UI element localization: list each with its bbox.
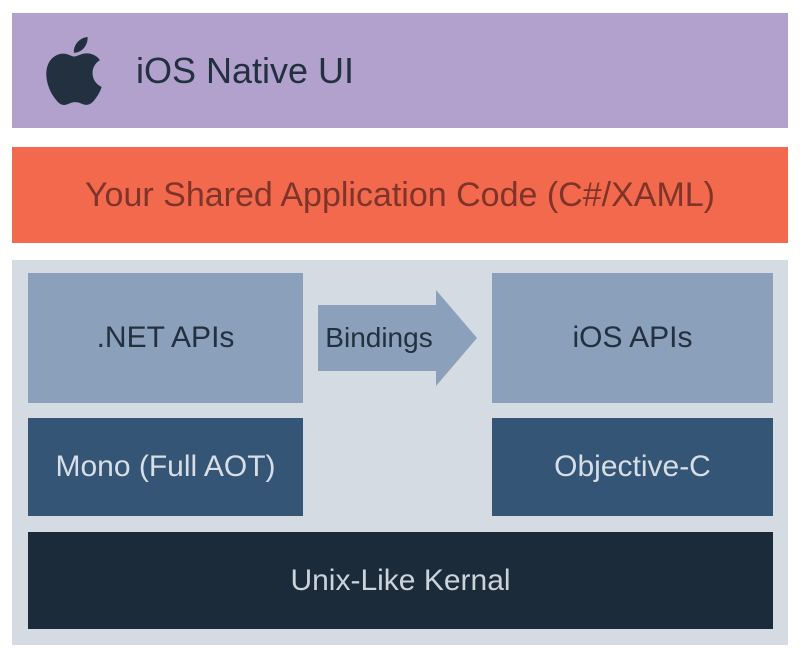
mono-label: Mono (Full AOT) (55, 450, 276, 483)
shared-code-label: Your Shared Application Code (C#/XAML) (85, 175, 715, 214)
bindings-arrow-cell: Bindings (318, 273, 477, 403)
apple-icon (46, 36, 102, 105)
right-arrow-icon (318, 290, 477, 386)
runtime-section: .NET APIs Bindings iOS APIs Mono (Full A… (12, 260, 788, 645)
net-apis-box: .NET APIs (28, 273, 303, 403)
ios-native-ui-label: iOS Native UI (136, 49, 355, 91)
bindings-label: Bindings (325, 322, 433, 353)
mono-box: Mono (Full AOT) (28, 418, 303, 516)
apis-row: .NET APIs Bindings iOS APIs (28, 273, 773, 403)
ios-apis-box: iOS APIs (492, 273, 773, 403)
bindings-arrow: Bindings (318, 290, 477, 386)
net-apis-label: .NET APIs (96, 321, 235, 354)
ios-apis-label: iOS APIs (572, 321, 693, 354)
shared-code-band: Your Shared Application Code (C#/XAML) (12, 147, 788, 243)
runtimes-row: Mono (Full AOT) Objective-C (28, 418, 773, 516)
ios-native-ui-band: iOS Native UI (12, 13, 788, 128)
kernel-label: Unix-Like Kernal (290, 563, 511, 597)
kernel-box: Unix-Like Kernal (28, 532, 773, 629)
objective-c-label: Objective-C (554, 450, 711, 483)
runtimes-row-spacer (318, 418, 477, 516)
objective-c-box: Objective-C (492, 418, 773, 516)
